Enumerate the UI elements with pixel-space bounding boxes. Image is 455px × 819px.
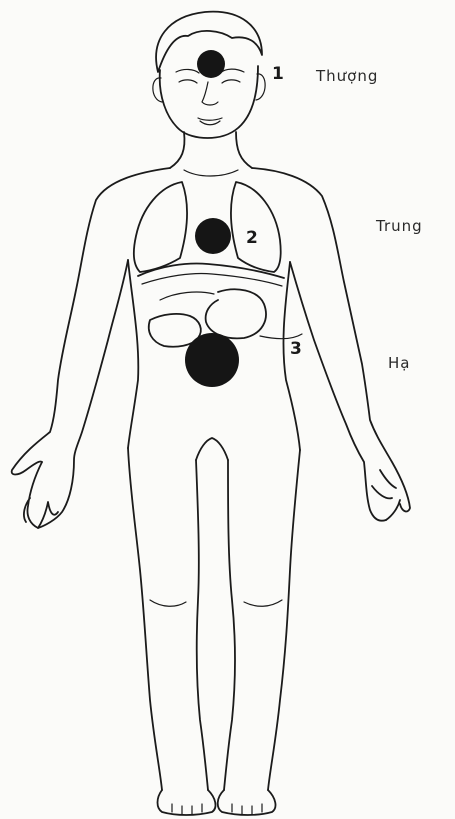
point-1-dot xyxy=(197,50,225,78)
left-toes xyxy=(172,804,202,814)
stomach-fold xyxy=(160,292,214,300)
left-hand xyxy=(24,462,58,528)
point-2-number: 2 xyxy=(246,228,258,248)
stomach xyxy=(206,289,266,338)
diaphragm-lower xyxy=(142,273,282,286)
right-arm-inner xyxy=(290,262,386,521)
point-3-dot xyxy=(185,333,239,387)
right-lung xyxy=(231,182,281,272)
left-hip xyxy=(128,448,162,790)
neck-right xyxy=(236,132,252,168)
mouth xyxy=(198,118,222,120)
point-2-label: Trung xyxy=(375,217,423,235)
collar-line xyxy=(184,170,238,176)
left-lung xyxy=(134,182,187,272)
right-toes xyxy=(232,804,262,814)
right-hand xyxy=(372,470,400,520)
torso-left xyxy=(128,260,138,448)
nose xyxy=(202,82,218,105)
neck xyxy=(170,132,184,168)
left-eye xyxy=(179,80,197,83)
left-knee xyxy=(150,600,186,606)
point-2-dot xyxy=(195,218,231,254)
left-foot xyxy=(158,790,216,815)
left-arm-outline xyxy=(12,168,170,475)
lower-lip xyxy=(200,121,220,125)
point-1-label: Thượng xyxy=(315,67,378,85)
right-foot xyxy=(218,790,276,815)
left-arm-inner xyxy=(38,260,128,528)
right-knee xyxy=(244,600,282,606)
crotch xyxy=(196,438,228,460)
point-3-number: 3 xyxy=(290,339,302,359)
left-inner-leg xyxy=(196,460,208,790)
diaphragm xyxy=(138,264,284,279)
right-inner-leg xyxy=(224,460,235,790)
left-brow xyxy=(176,69,199,73)
point-3-label: Hạ xyxy=(388,354,410,372)
point-1-number: 1 xyxy=(272,64,284,84)
right-hip xyxy=(268,450,300,790)
right-eye xyxy=(222,80,240,83)
